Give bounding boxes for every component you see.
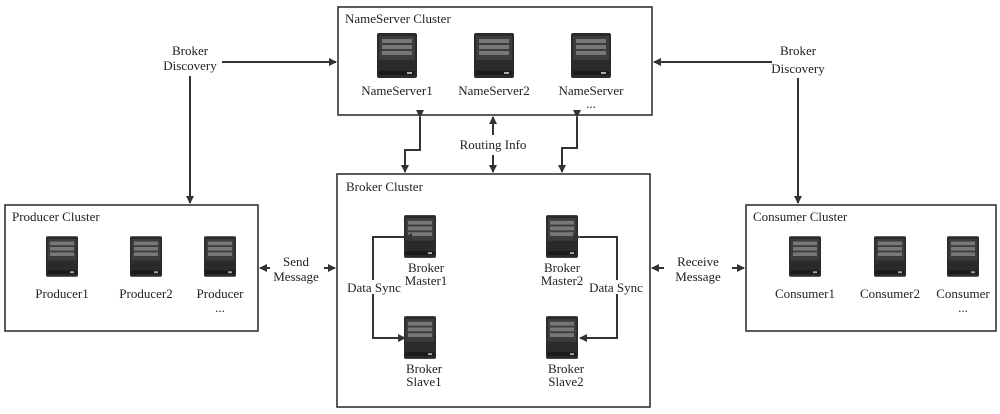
consumer-label: Consumer1: [775, 286, 835, 301]
routing-info-label: Routing Info: [460, 137, 527, 152]
broker-slave2-label: Broker: [548, 361, 585, 376]
server-icon: [377, 33, 417, 78]
routing-arrow-3: [558, 110, 581, 173]
server-icon: [46, 236, 78, 277]
server-icon: [571, 33, 611, 78]
nameserver-label: NameServer1: [361, 83, 432, 98]
consumer-more: ...: [958, 300, 968, 315]
server-icon: [874, 236, 906, 277]
nameserver-cluster-title: NameServer Cluster: [345, 11, 451, 26]
broker-slave1-label: Slave1: [406, 374, 441, 389]
send-message-label: Send: [283, 254, 310, 269]
nameserver-label: NameServer2: [458, 83, 529, 98]
producer-label: Producer: [197, 286, 245, 301]
server-icon: [404, 316, 436, 359]
receive-message-label: Receive: [677, 254, 719, 269]
server-icon: [474, 33, 514, 78]
nameserver-more: ...: [586, 96, 596, 111]
server-icon: [546, 316, 578, 359]
broker-slave2-label: Slave2: [548, 374, 583, 389]
server-icon: [546, 215, 578, 258]
producer-more: ...: [215, 300, 225, 315]
receive-message-label: Message: [675, 269, 721, 284]
broker-master1-label: Master1: [405, 273, 448, 288]
nameserver-label: NameServer: [559, 83, 625, 98]
broker-cluster-title: Broker Cluster: [346, 179, 424, 194]
server-icon: [204, 236, 236, 277]
producer-label: Producer2: [119, 286, 172, 301]
broker-slave1-label: Broker: [406, 361, 443, 376]
server-icon: [947, 236, 979, 277]
send-message-label: Message: [273, 269, 319, 284]
broker-master1-label: Broker: [408, 260, 445, 275]
consumer-label: Consumer: [936, 286, 990, 301]
data-sync-label-left: Data Sync: [347, 280, 401, 295]
broker-discovery-label-right: Broker: [780, 43, 817, 58]
consumer-label: Consumer2: [860, 286, 920, 301]
server-icon: [789, 236, 821, 277]
producer-label: Producer1: [35, 286, 88, 301]
server-icon: [404, 215, 436, 258]
routing-arrow-1: [401, 110, 424, 173]
broker-master2-label: Broker: [544, 260, 581, 275]
broker-master2-label: Master2: [541, 273, 584, 288]
broker-discovery-label-left: Broker: [172, 43, 209, 58]
producer-cluster-title: Producer Cluster: [12, 209, 100, 224]
consumer-cluster-title: Consumer Cluster: [753, 209, 848, 224]
server-icon: [130, 236, 162, 277]
broker-discovery-label-right: Discovery: [771, 61, 825, 76]
broker-discovery-label-left: Discovery: [163, 58, 217, 73]
data-sync-label-right: Data Sync: [589, 280, 643, 295]
